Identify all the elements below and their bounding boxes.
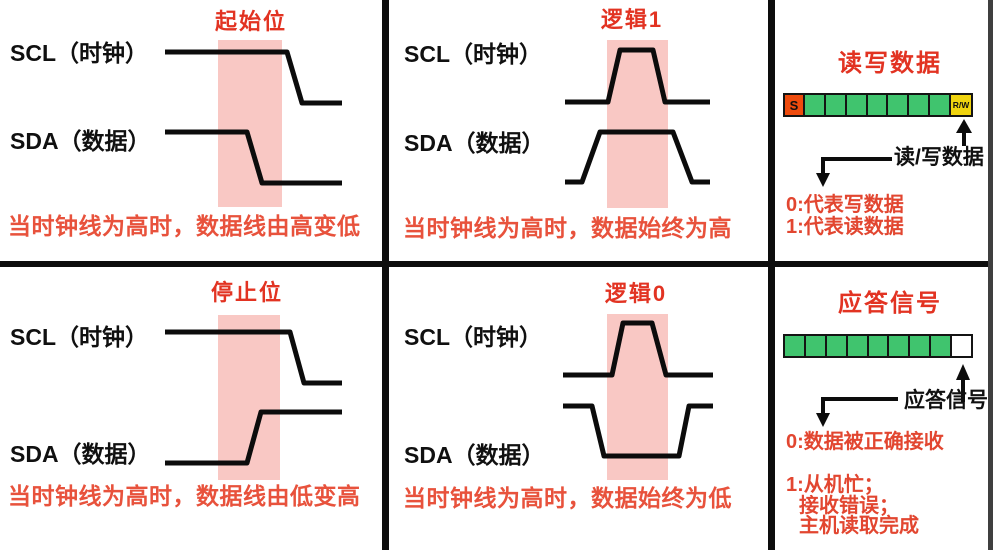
bit-cell-green: [847, 336, 867, 356]
stop-bit-scl-waveform: [165, 329, 342, 386]
bit-cell-green: [909, 95, 929, 115]
start-bit-scl-label: SCL（时钟）: [10, 40, 148, 66]
read-write-bit-frame: S R/W: [783, 93, 973, 117]
stop-bit-title: 停止位: [210, 280, 284, 305]
read-write-note-0: 0:代表写数据: [786, 194, 904, 216]
read-write-pointer-label: 读/写数据: [894, 146, 984, 169]
ack-connector-line: [821, 397, 898, 413]
ack-pointer-label: 应答信号: [904, 389, 988, 412]
start-bit-sda-waveform: [165, 129, 342, 186]
ack-down-arrow-head-icon: [816, 413, 830, 427]
bit-cell-green: [930, 95, 950, 115]
stop-bit-sda-label: SDA（数据）: [10, 441, 151, 467]
logic0-title: 逻辑0: [604, 281, 668, 306]
bit-cell-green: [931, 336, 950, 356]
logic1-sda-label: SDA（数据）: [404, 130, 545, 156]
bit-cell-green: [805, 336, 825, 356]
logic1-title: 逻辑1: [600, 7, 664, 32]
bit-cell-green: [826, 336, 846, 356]
logic0-sda-waveform: [563, 403, 713, 459]
logic1-sda-waveform: [565, 129, 710, 185]
bit-cell-s: S: [785, 95, 803, 115]
start-bit-title: 起始位: [214, 9, 288, 34]
ack-note-1-line2: 接收错误；: [799, 495, 899, 517]
bit-cell-green: [889, 336, 909, 356]
rw-down-arrow-head-icon: [816, 173, 830, 187]
vertical-divider-2: [768, 0, 775, 550]
bit-cell-green: [868, 336, 888, 356]
start-bit-scl-waveform: [165, 49, 342, 106]
ack-note-1-line1: 1:从机忙；: [786, 474, 884, 496]
start-bit-caption: 当时钟线为高时，数据线由高变低: [8, 213, 361, 239]
stop-bit-sda-waveform: [165, 409, 342, 466]
start-bit-highlight-band: [218, 40, 282, 207]
read-write-note-1: 1:代表读数据: [786, 216, 904, 238]
horizontal-divider: [0, 261, 993, 267]
logic0-caption: 当时钟线为高时，数据始终为低: [403, 485, 732, 511]
start-bit-sda-label: SDA（数据）: [10, 128, 151, 154]
ack-title: 应答信号: [838, 290, 942, 317]
rw-up-arrow-head-icon: [956, 119, 972, 133]
read-write-title: 读写数据: [838, 50, 942, 77]
logic0-scl-waveform: [563, 320, 713, 378]
bit-cell-green: [888, 95, 908, 115]
logic0-sda-label: SDA（数据）: [404, 442, 545, 468]
ack-note-1-line3: 主机读取完成: [799, 515, 919, 537]
bit-cell-green: [846, 95, 866, 115]
logic1-caption: 当时钟线为高时，数据始终为高: [403, 215, 732, 241]
logic1-scl-label: SCL（时钟）: [404, 41, 542, 67]
stop-bit-scl-label: SCL（时钟）: [10, 324, 148, 350]
right-edge-strip: [988, 0, 993, 550]
bit-cell-green: [785, 336, 804, 356]
bit-cell-green: [910, 336, 930, 356]
stop-bit-caption: 当时钟线为高时，数据线由低变高: [8, 483, 361, 509]
vertical-divider-1: [382, 0, 389, 550]
ack-up-arrow-head-icon: [956, 364, 970, 380]
bit-cell-green: [825, 95, 845, 115]
bit-cell-green: [805, 95, 824, 115]
ack-bit-frame: [783, 334, 973, 358]
bit-cell-white: [952, 336, 971, 356]
bit-cell-rw: R/W: [951, 95, 972, 115]
logic1-scl-waveform: [565, 47, 710, 105]
logic0-scl-label: SCL（时钟）: [404, 324, 542, 350]
rw-connector-line: [821, 157, 892, 175]
bit-cell-green: [867, 95, 887, 115]
ack-note-0: 0:数据被正确接收: [786, 431, 944, 453]
